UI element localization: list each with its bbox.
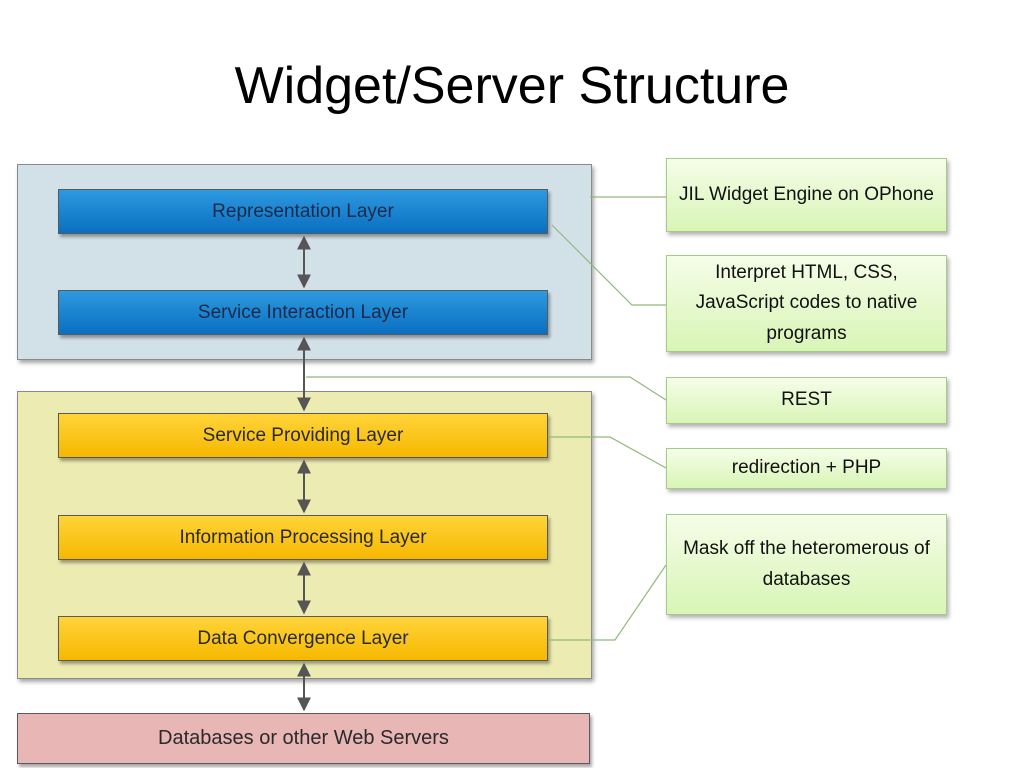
service-interaction-layer: Service Interaction Layer [58,290,548,335]
service-providing-layer: Service Providing Layer [58,413,548,458]
note-interpret-codes: Interpret HTML, CSS, JavaScript codes to… [666,255,947,352]
representation-layer: Representation Layer [58,189,548,234]
note-mask-databases: Mask off the heteromerous of databases [666,514,947,615]
data-convergence-layer: Data Convergence Layer [58,616,548,661]
note-jil-widget-engine: JIL Widget Engine on OPhone [666,158,947,232]
databases-layer: Databases or other Web Servers [17,713,590,764]
note-redirection-php: redirection + PHP [666,448,947,489]
information-processing-layer: Information Processing Layer [58,515,548,560]
note-rest: REST [666,377,947,424]
slide-title: Widget/Server Structure [234,57,790,115]
